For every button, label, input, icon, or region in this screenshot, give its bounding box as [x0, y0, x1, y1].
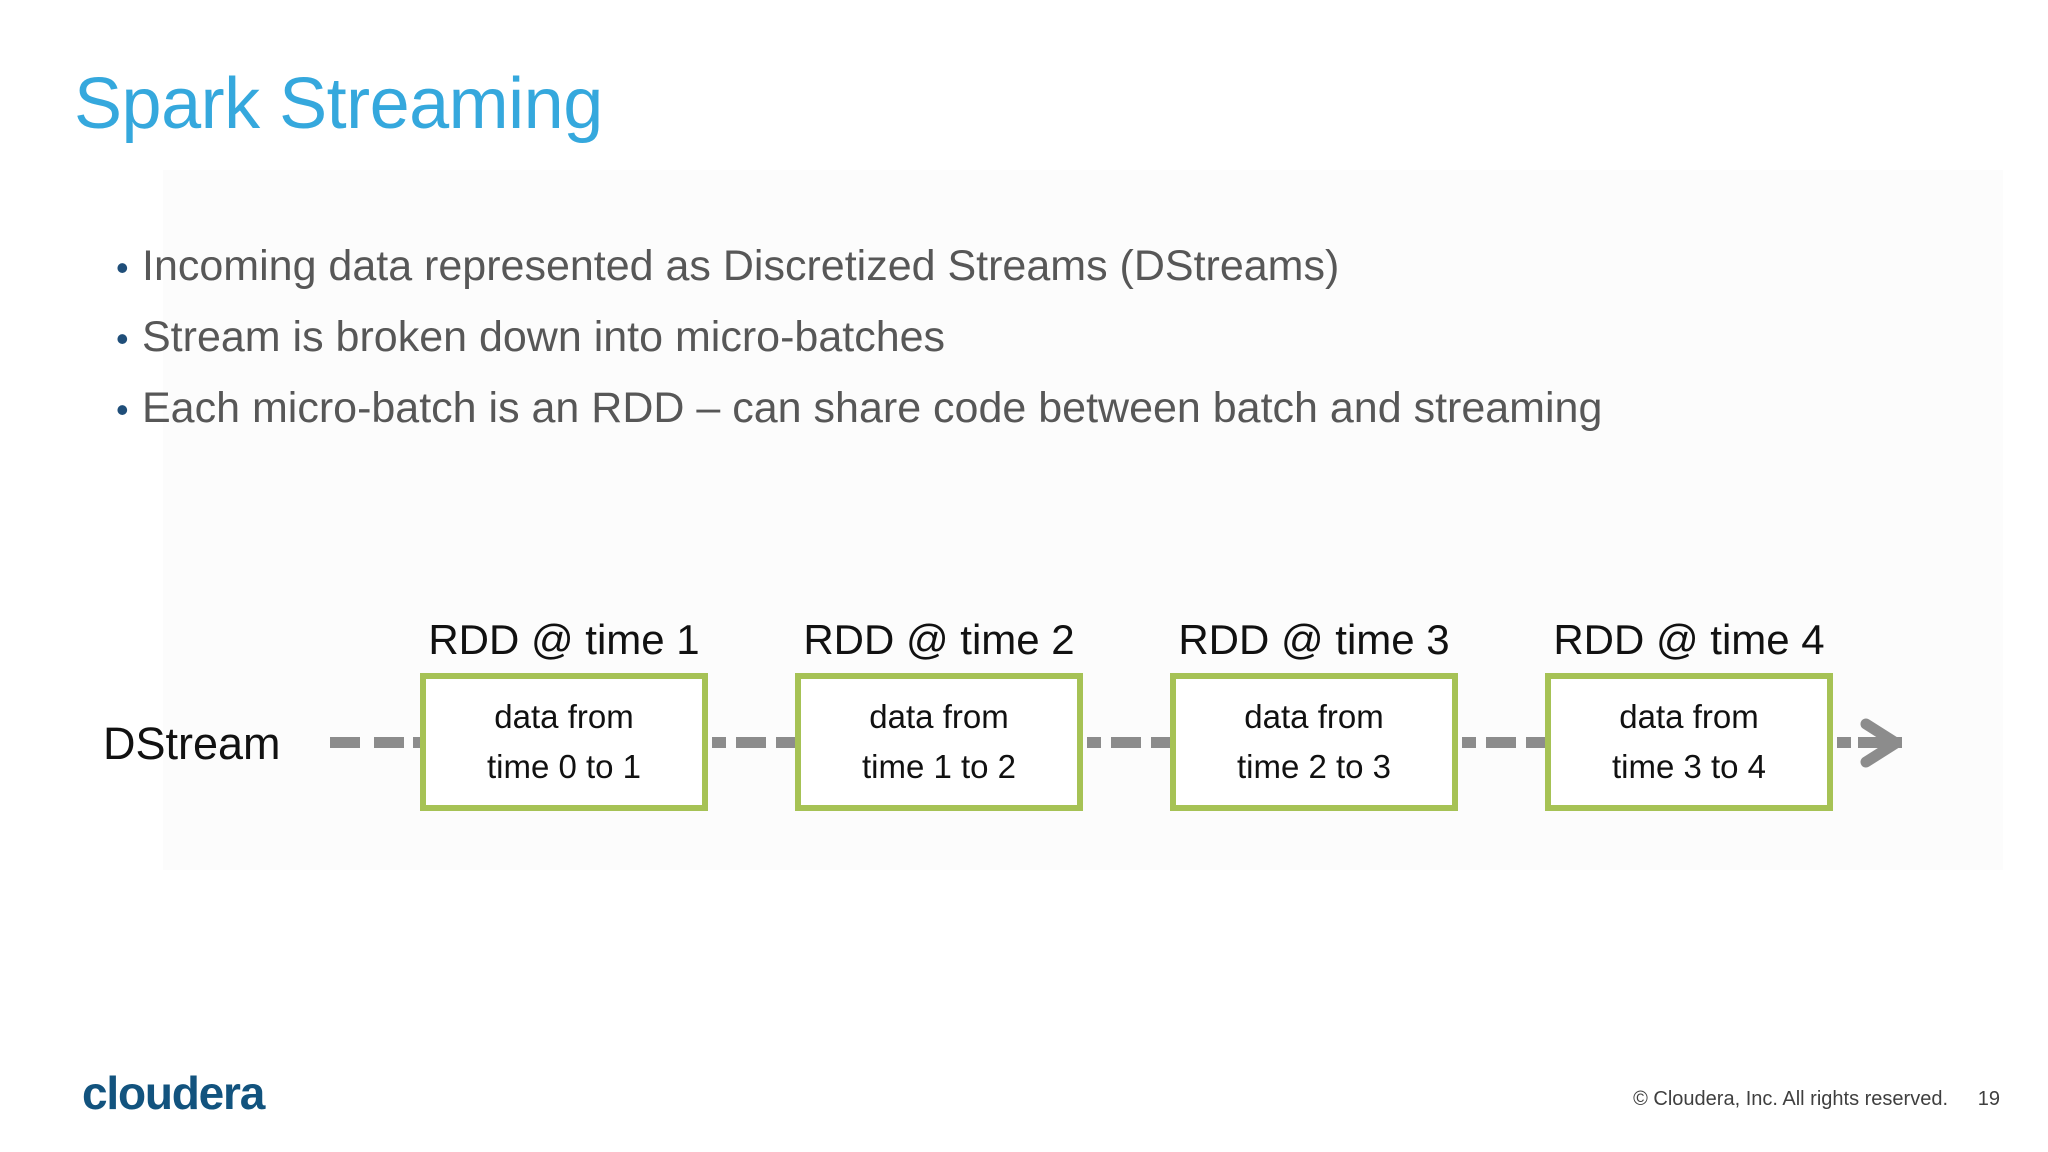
connector-dash: [1486, 737, 1516, 748]
rdd-box-line-2: time 3 to 4: [1611, 748, 1767, 785]
list-item: • Incoming data represented as Discretiz…: [116, 240, 1996, 292]
rdd-caption-4: RDD @ time 4: [1553, 616, 1825, 663]
rdd-box-2: data from time 1 to 2: [795, 673, 1083, 811]
page-title: Spark Streaming: [74, 64, 603, 144]
cloudera-logo: cloudera: [82, 1067, 265, 1119]
rdd-box-1: data from time 0 to 1: [420, 673, 708, 811]
rdd-box-line-2: time 2 to 3: [1236, 748, 1392, 785]
bullet-marker-icon: •: [116, 247, 129, 288]
connector-dash: [1111, 737, 1141, 748]
connector-dash: [1151, 737, 1181, 748]
dstream-label: DStream: [103, 718, 281, 769]
bullet-text: Stream is broken down into micro-batches: [142, 313, 946, 361]
connector-dash: [776, 737, 806, 748]
connector-dash: [1462, 737, 1476, 748]
connector-dash: [1087, 737, 1101, 748]
bullet-marker-icon: •: [116, 389, 129, 430]
page-number: 19: [1977, 1088, 2000, 1110]
bullet-text: Each micro-batch is an RDD – can share c…: [142, 384, 1603, 432]
connector-dash: [1526, 737, 1556, 748]
arrow-right-icon: [1854, 716, 1908, 770]
connector-dash: [1837, 737, 1851, 748]
rdd-box-4: data from time 3 to 4: [1545, 673, 1833, 811]
connector-dash: [736, 737, 766, 748]
bullet-text: Incoming data represented as Discretized…: [142, 242, 1340, 290]
rdd-box-line-1: data from: [1244, 698, 1384, 735]
list-item: • Stream is broken down into micro-batch…: [116, 311, 1996, 363]
rdd-caption-3: RDD @ time 3: [1178, 616, 1450, 663]
rdd-box-line-2: time 1 to 2: [861, 748, 1017, 785]
connector-dash: [330, 737, 360, 748]
rdd-box-line-2: time 0 to 1: [486, 748, 642, 785]
rdd-caption-1: RDD @ time 1: [428, 616, 700, 663]
connector-dash: [1858, 737, 1902, 748]
rdd-box-3: data from time 2 to 3: [1170, 673, 1458, 811]
connector-dash: [374, 737, 404, 748]
list-item: • Each micro-batch is an RDD – can share…: [116, 382, 1996, 434]
rdd-box-line-1: data from: [1619, 698, 1759, 735]
rdd-box-line-1: data from: [494, 698, 634, 735]
copyright-text: © Cloudera, Inc. All rights reserved.: [1633, 1088, 1948, 1110]
connector-dash: [712, 737, 726, 748]
rdd-caption-2: RDD @ time 2: [803, 616, 1075, 663]
rdd-box-line-1: data from: [869, 698, 1009, 735]
bullet-marker-icon: •: [116, 318, 129, 359]
bullet-list: • Incoming data represented as Discretiz…: [116, 240, 1996, 453]
